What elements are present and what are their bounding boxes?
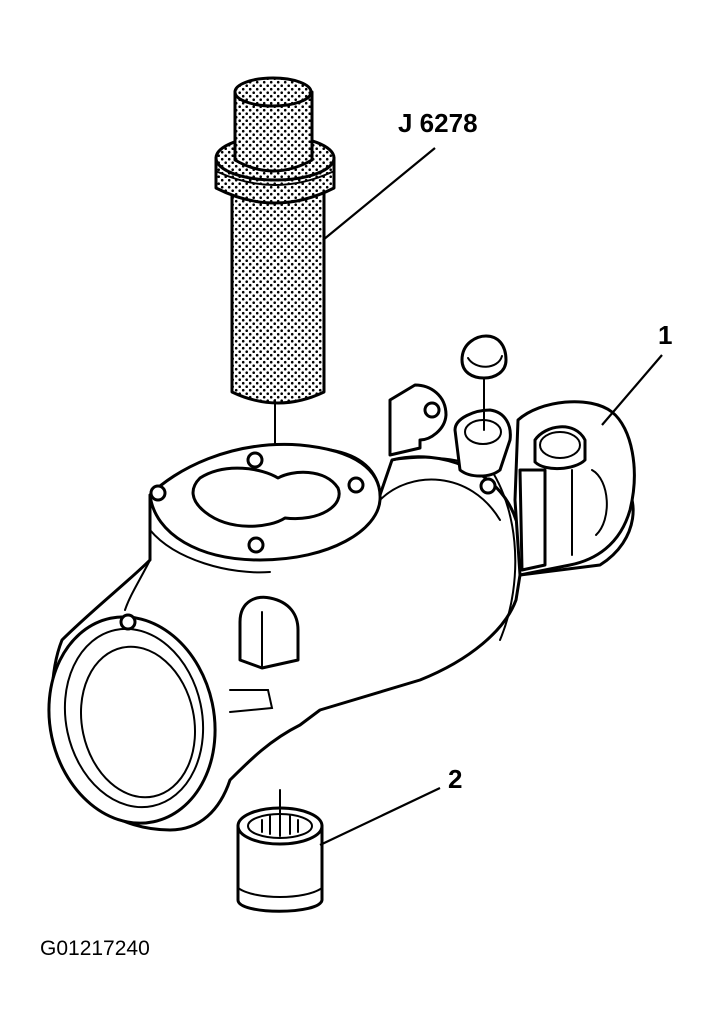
leader-tool [322, 147, 436, 241]
figure-id: G01217240 [40, 937, 150, 960]
leader-bearing [319, 787, 441, 846]
steering-gear-housing [47, 383, 636, 832]
bearing [236, 789, 324, 913]
leader-housing [601, 354, 663, 426]
callout-bearing-label: 2 [448, 764, 462, 794]
seal-cap [460, 334, 508, 431]
callout-tool-label: J 6278 [398, 108, 478, 138]
callout-housing-label: 1 [658, 320, 672, 350]
tool-j6278 [214, 76, 336, 519]
